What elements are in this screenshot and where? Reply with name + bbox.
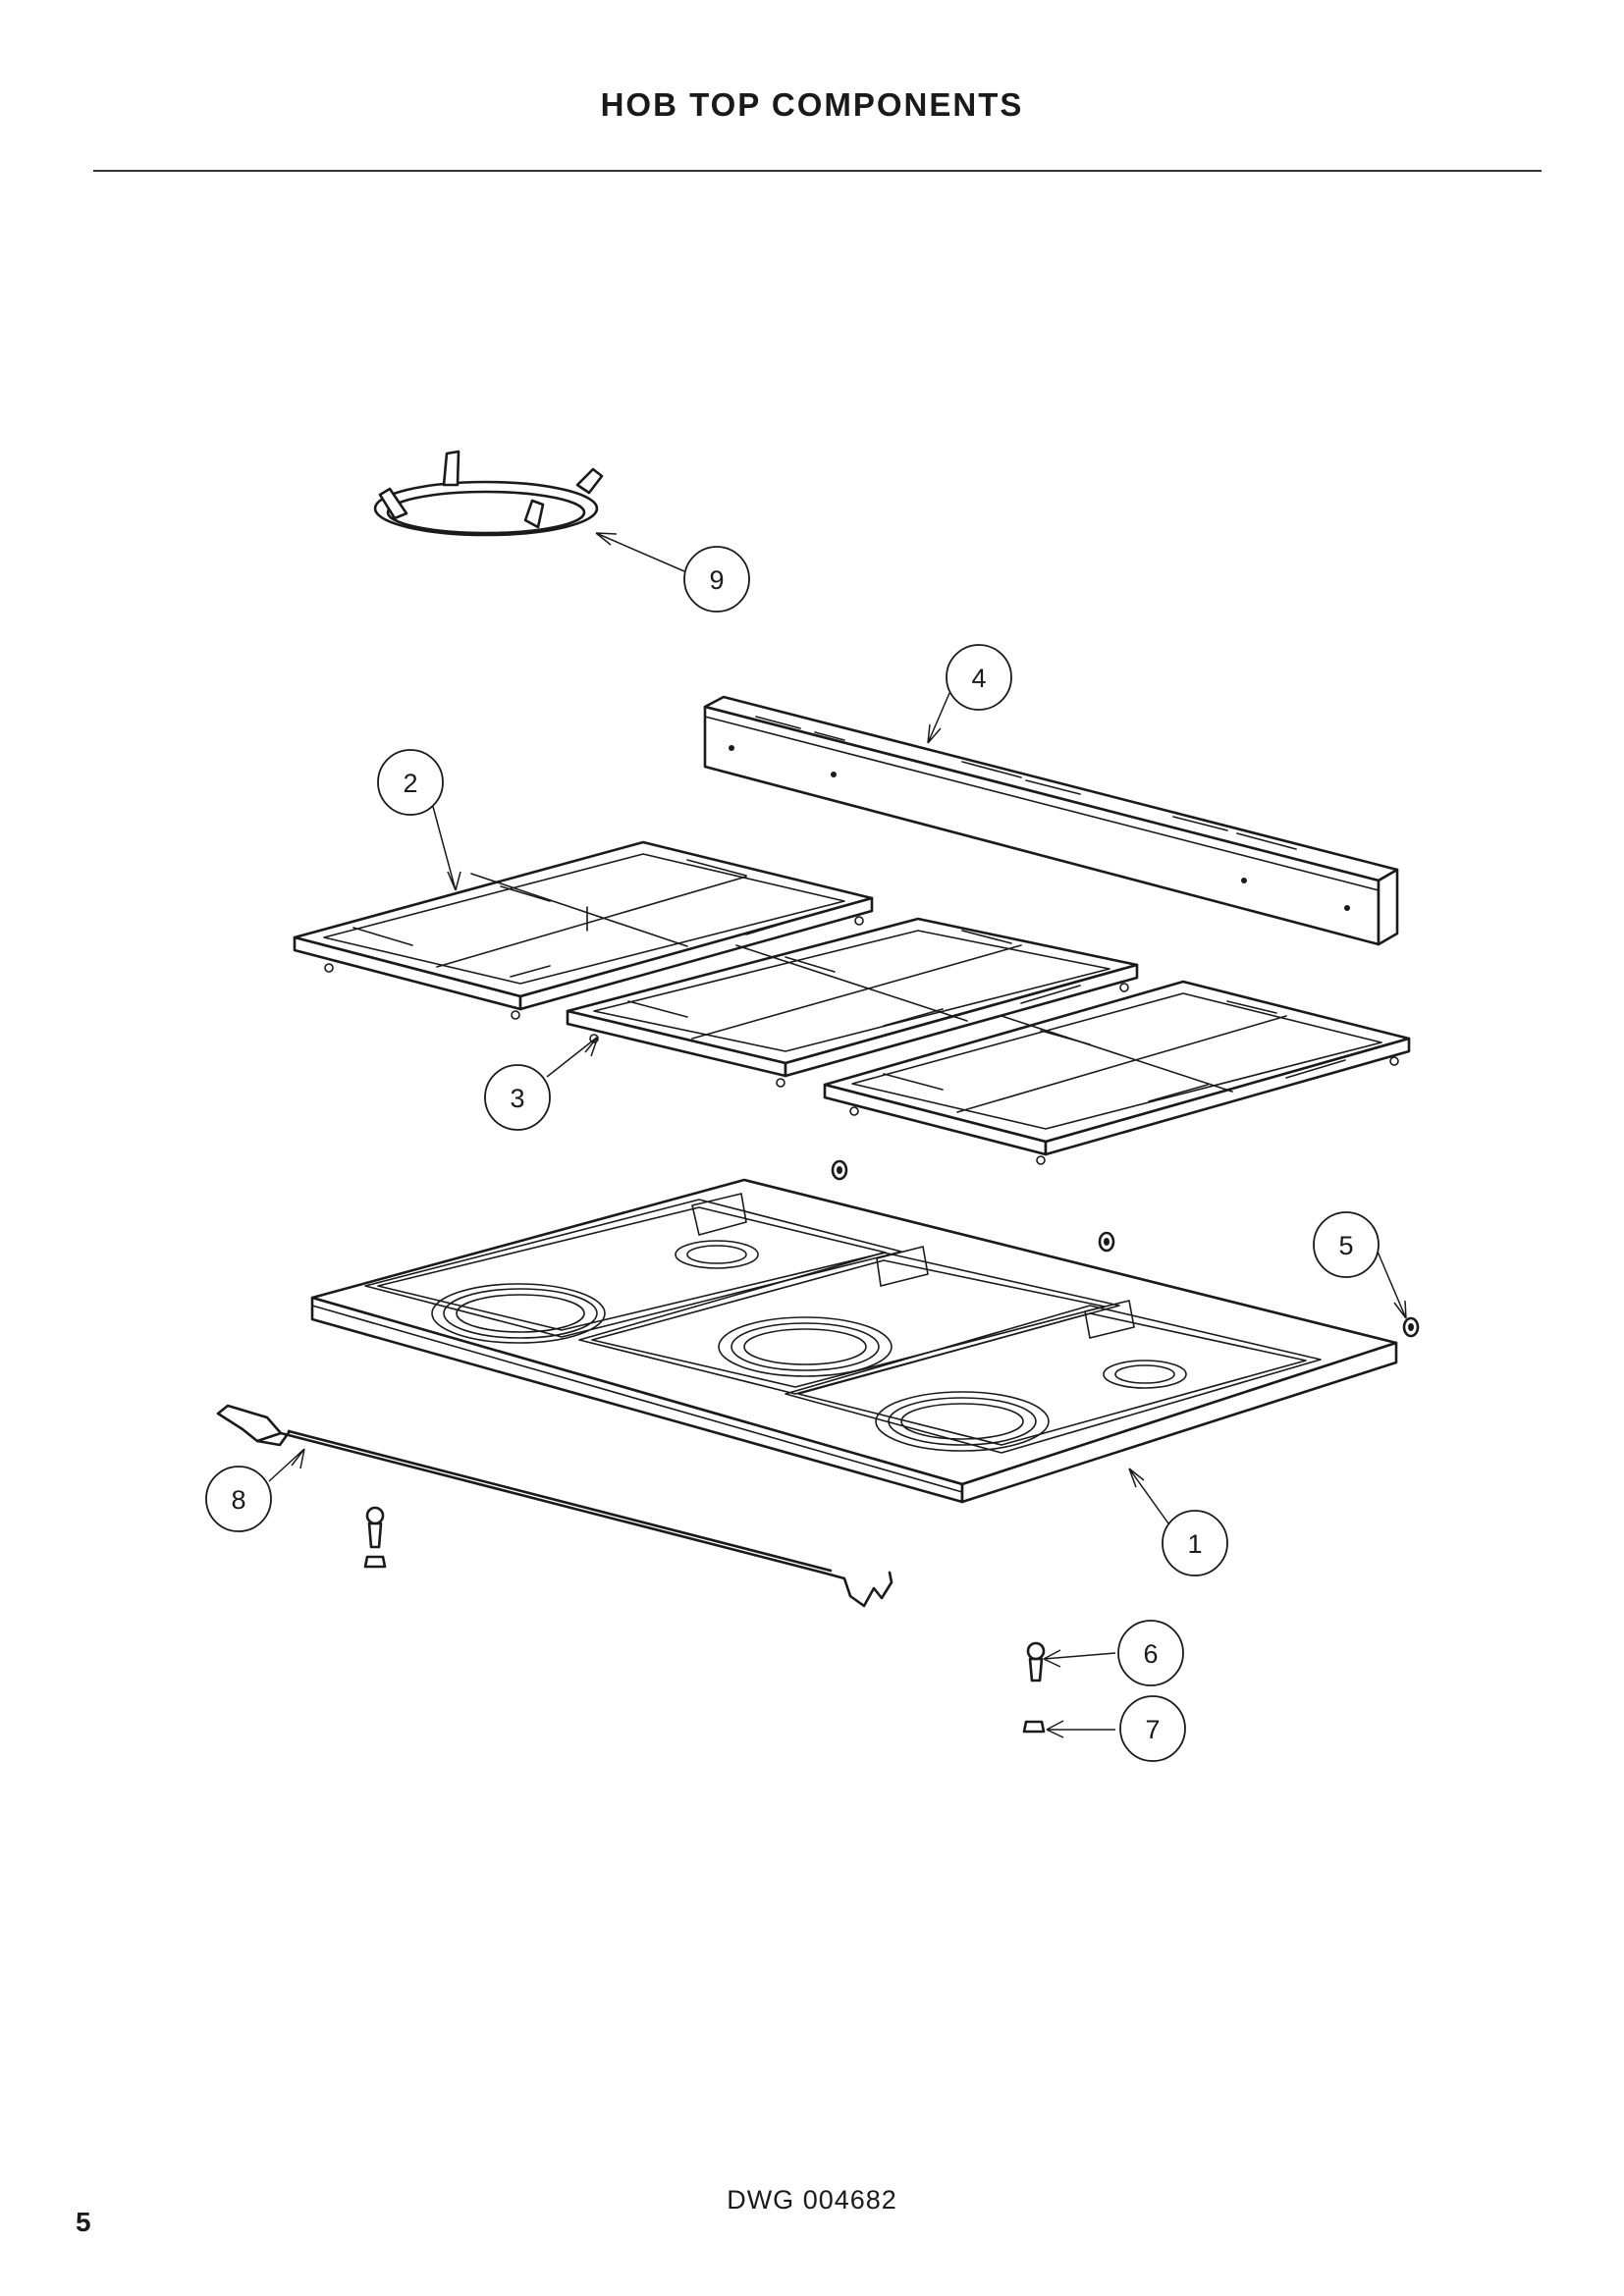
- control-rod: [216, 1404, 893, 1608]
- callout-2-label: 2: [403, 769, 417, 798]
- grommets: [831, 1159, 1420, 1338]
- nuts: [363, 1555, 1046, 1734]
- leader-lines: [268, 532, 1407, 1738]
- callout-2: 2: [377, 749, 444, 816]
- callout-5-label: 5: [1338, 1231, 1353, 1260]
- callout-9: 9: [683, 546, 750, 613]
- back-trim-panel: [703, 695, 1399, 946]
- callout-4: 4: [946, 644, 1012, 711]
- callout-4-label: 4: [971, 664, 986, 693]
- callout-8: 8: [205, 1466, 272, 1532]
- callout-5: 5: [1313, 1211, 1380, 1278]
- page-title: HOB TOP COMPONENTS: [600, 86, 1024, 123]
- title-rule: [93, 170, 1542, 172]
- drawing-number: DWG 004682: [727, 2185, 897, 2215]
- callout-7: 7: [1119, 1695, 1186, 1762]
- callout-1-label: 1: [1187, 1529, 1202, 1559]
- middle-pan-support: [566, 917, 1139, 1088]
- callout-9-label: 9: [709, 565, 724, 595]
- callout-8-label: 8: [231, 1485, 245, 1515]
- bolts: [365, 1506, 1046, 1682]
- callout-7-label: 7: [1145, 1715, 1160, 1744]
- callout-3: 3: [484, 1064, 551, 1131]
- callout-6: 6: [1117, 1620, 1184, 1686]
- page-number: 5: [76, 2207, 91, 2237]
- wok-ring: [373, 450, 604, 537]
- right-pan-support: [823, 980, 1411, 1165]
- callout-6-label: 6: [1143, 1639, 1158, 1669]
- callout-3-label: 3: [510, 1084, 524, 1113]
- callout-1: 1: [1162, 1510, 1228, 1576]
- hob-top-tray: [310, 1178, 1398, 1504]
- left-pan-support: [293, 840, 874, 1020]
